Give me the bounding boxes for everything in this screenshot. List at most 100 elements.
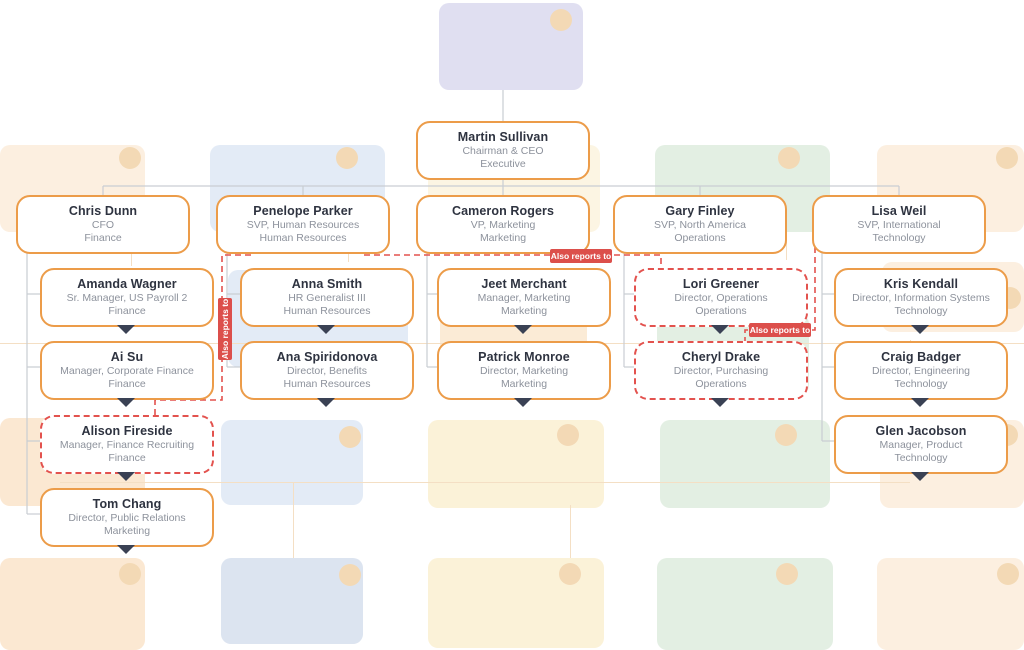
expand-toggle-icon[interactable] bbox=[911, 398, 929, 407]
faded-card bbox=[657, 558, 833, 650]
person-department: Executive bbox=[480, 157, 526, 170]
person-title: CFO bbox=[91, 219, 115, 231]
expand-toggle-icon[interactable] bbox=[711, 398, 729, 407]
avatar bbox=[996, 147, 1018, 169]
person-department: Technology bbox=[894, 304, 948, 317]
expand-toggle-icon[interactable] bbox=[911, 325, 929, 334]
faded-card bbox=[660, 420, 830, 508]
avatar bbox=[339, 564, 361, 586]
person-name: Alison Fireside bbox=[81, 424, 173, 438]
org-card-anna-smith[interactable]: Anna Smith HR Generalist III Human Resou… bbox=[240, 268, 414, 327]
org-card-amanda-wagner[interactable]: Amanda Wagner Sr. Manager, US Payroll 2 … bbox=[40, 268, 214, 327]
expand-toggle-icon[interactable] bbox=[514, 398, 532, 407]
faded-connector-line bbox=[60, 482, 910, 483]
person-title: VP, Marketing bbox=[470, 219, 536, 231]
org-card-jeet-merchant[interactable]: Jeet Merchant Manager, Marketing Marketi… bbox=[437, 268, 611, 327]
person-title: Director, Benefits bbox=[287, 365, 367, 377]
org-card-ana-spiridonova[interactable]: Ana Spiridonova Director, Benefits Human… bbox=[240, 341, 414, 400]
expand-toggle-icon[interactable] bbox=[317, 325, 335, 334]
expand-toggle-icon[interactable] bbox=[117, 398, 135, 407]
person-title: Manager, Finance Recruiting bbox=[59, 439, 195, 451]
person-department: Marketing bbox=[479, 231, 527, 244]
person-title: Director, Marketing bbox=[479, 365, 569, 377]
expand-toggle-icon[interactable] bbox=[117, 472, 135, 481]
person-name: Lisa Weil bbox=[871, 204, 927, 218]
person-title: SVP, Human Resources bbox=[246, 219, 360, 231]
person-name: Amanda Wagner bbox=[77, 277, 177, 291]
avatar bbox=[997, 563, 1019, 585]
expand-toggle-icon[interactable] bbox=[711, 325, 729, 334]
expand-toggle-icon[interactable] bbox=[317, 398, 335, 407]
person-title: Sr. Manager, US Payroll 2 bbox=[66, 292, 188, 304]
org-card-alison-fireside[interactable]: Alison Fireside Manager, Finance Recruit… bbox=[40, 415, 214, 474]
person-department: Operations bbox=[674, 231, 726, 244]
person-title: HR Generalist III bbox=[288, 292, 366, 304]
org-card-penelope-parker[interactable]: Penelope Parker SVP, Human Resources Hum… bbox=[216, 195, 390, 254]
avatar bbox=[559, 563, 581, 585]
org-card-kris-kendall[interactable]: Kris Kendall Director, Information Syste… bbox=[834, 268, 1008, 327]
also-reports-to-badge: Also reports to bbox=[550, 249, 612, 263]
org-card-cheryl-drake[interactable]: Cheryl Drake Director, Purchasing Operat… bbox=[634, 341, 808, 400]
person-department: Finance bbox=[108, 451, 146, 464]
person-title: Chairman & CEO bbox=[462, 145, 544, 157]
person-name: Glen Jacobson bbox=[875, 424, 967, 438]
org-card-gary-finley[interactable]: Gary Finley SVP, North America Operation… bbox=[613, 195, 787, 254]
person-name: Tom Chang bbox=[92, 497, 162, 511]
person-name: Chris Dunn bbox=[68, 204, 138, 218]
org-card-cameron-rogers[interactable]: Cameron Rogers VP, Marketing Marketing bbox=[416, 195, 590, 254]
person-name: Ana Spiridonova bbox=[276, 350, 378, 364]
org-card-glen-jacobson[interactable]: Glen Jacobson Manager, Product Technolog… bbox=[834, 415, 1008, 474]
org-card-ai-su[interactable]: Ai Su Manager, Corporate Finance Finance bbox=[40, 341, 214, 400]
person-department: Technology bbox=[894, 377, 948, 390]
expand-toggle-icon[interactable] bbox=[117, 325, 135, 334]
person-title: Director, Purchasing bbox=[673, 365, 769, 377]
avatar bbox=[778, 147, 800, 169]
avatar bbox=[336, 147, 358, 169]
person-department: Marketing bbox=[500, 304, 548, 317]
person-name: Ai Su bbox=[110, 350, 144, 364]
expand-toggle-icon[interactable] bbox=[911, 472, 929, 481]
person-name: Kris Kendall bbox=[883, 277, 959, 291]
person-department: Human Resources bbox=[259, 231, 347, 244]
org-card-lisa-weil[interactable]: Lisa Weil SVP, International Technology bbox=[812, 195, 986, 254]
person-name: Cameron Rogers bbox=[451, 204, 555, 218]
org-card-chris-dunn[interactable]: Chris Dunn CFO Finance bbox=[16, 195, 190, 254]
person-name: Gary Finley bbox=[665, 204, 735, 218]
avatar bbox=[775, 424, 797, 446]
org-card-lori-greener[interactable]: Lori Greener Director, Operations Operat… bbox=[634, 268, 808, 327]
person-department: Operations bbox=[695, 377, 747, 390]
expand-toggle-icon[interactable] bbox=[514, 325, 532, 334]
person-title: Director, Public Relations bbox=[68, 512, 186, 524]
person-department: Human Resources bbox=[283, 377, 371, 390]
org-card-martin-sullivan[interactable]: Martin Sullivan Chairman & CEO Executive bbox=[416, 121, 590, 180]
person-department: Finance bbox=[108, 377, 146, 390]
person-title: Director, Operations bbox=[674, 292, 768, 304]
avatar bbox=[119, 147, 141, 169]
also-reports-to-badge: Also reports to bbox=[218, 298, 232, 360]
person-name: Cheryl Drake bbox=[681, 350, 761, 364]
avatar bbox=[550, 9, 572, 31]
person-title: SVP, International bbox=[857, 219, 941, 231]
person-name: Lori Greener bbox=[682, 277, 760, 291]
person-name: Penelope Parker bbox=[253, 204, 353, 218]
person-title: Director, Information Systems bbox=[852, 292, 990, 304]
avatar bbox=[119, 563, 141, 585]
also-reports-to-badge: Also reports to bbox=[749, 323, 811, 337]
person-department: Finance bbox=[108, 304, 146, 317]
person-name: Craig Badger bbox=[881, 350, 961, 364]
person-department: Technology bbox=[894, 451, 948, 464]
expand-toggle-icon[interactable] bbox=[117, 545, 135, 554]
person-department: Marketing bbox=[103, 524, 151, 537]
person-department: Operations bbox=[695, 304, 747, 317]
org-card-tom-chang[interactable]: Tom Chang Director, Public Relations Mar… bbox=[40, 488, 214, 547]
org-card-patrick-monroe[interactable]: Patrick Monroe Director, Marketing Marke… bbox=[437, 341, 611, 400]
avatar bbox=[776, 563, 798, 585]
avatar bbox=[339, 426, 361, 448]
person-title: Manager, Corporate Finance bbox=[60, 365, 194, 377]
avatar bbox=[557, 424, 579, 446]
person-name: Anna Smith bbox=[291, 277, 363, 291]
person-department: Technology bbox=[872, 231, 926, 244]
faded-connector-line bbox=[786, 232, 787, 260]
org-card-craig-badger[interactable]: Craig Badger Director, Engineering Techn… bbox=[834, 341, 1008, 400]
